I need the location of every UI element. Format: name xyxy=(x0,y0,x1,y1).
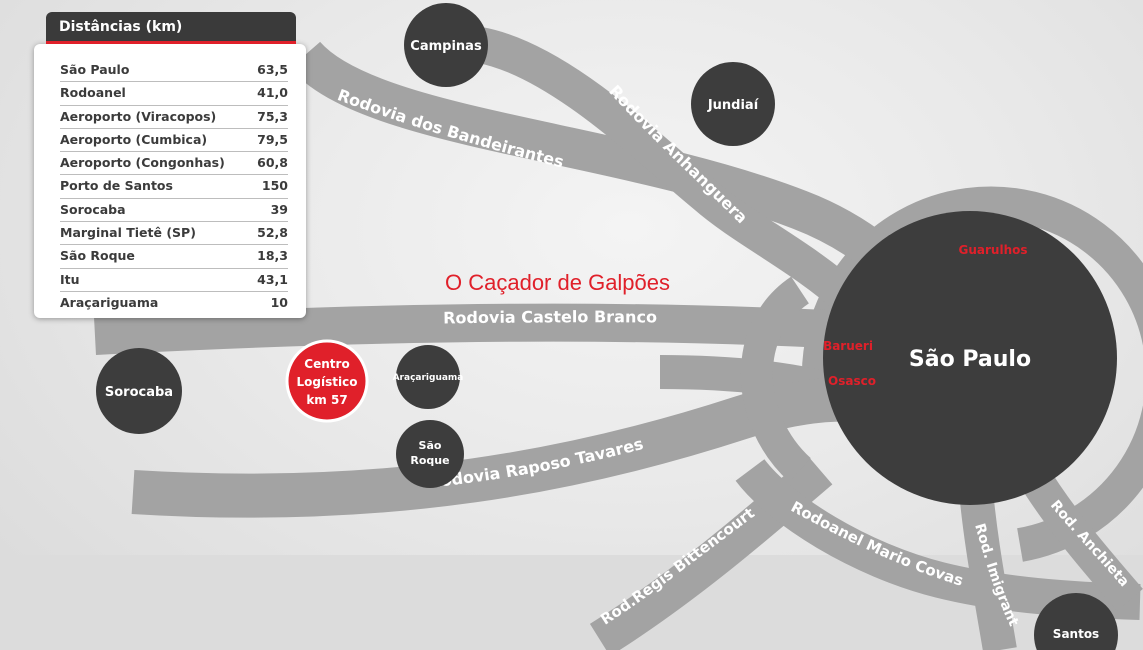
road-raposo-tavares xyxy=(131,377,862,518)
distance-row: Itu 43,1 xyxy=(60,269,288,292)
watermark-text: O Caçador de Galpões xyxy=(445,270,671,295)
distances-panel: São Paulo 63,5 Rodoanel 41,0 Aeroporto (Vi… xyxy=(34,12,306,318)
distance-row: Araçariguama 10 xyxy=(60,292,288,315)
distances-title: Distâncias (km) xyxy=(46,12,296,44)
svg-text:Logístico: Logístico xyxy=(297,375,358,389)
distance-row: Sorocaba 39 xyxy=(60,199,288,223)
distance-km: 39 xyxy=(270,201,288,217)
distance-km: 60,8 xyxy=(257,155,288,171)
city-sorocaba: Sorocaba xyxy=(96,348,182,434)
distance-row: Aeroporto (Cumbica) 79,5 xyxy=(60,129,288,153)
district-osasco: Osasco xyxy=(828,374,876,388)
distance-km: 63,5 xyxy=(257,62,288,77)
svg-text:Roque: Roque xyxy=(410,454,449,467)
distance-km: 41,0 xyxy=(257,85,288,101)
distance-row: Porto de Santos 150 xyxy=(60,175,288,199)
distance-km: 75,3 xyxy=(257,108,288,124)
svg-text:Campinas: Campinas xyxy=(410,39,482,54)
district-guarulhos: Guarulhos xyxy=(959,243,1028,257)
svg-text:São: São xyxy=(419,439,442,452)
city-sao-roque: São Roque xyxy=(396,420,464,488)
distance-km: 10 xyxy=(270,294,288,310)
distance-row: Marginal Tietê (SP) 52,8 xyxy=(60,222,288,246)
distance-place: Porto de Santos xyxy=(60,178,173,194)
svg-text:Jundiaí: Jundiaí xyxy=(707,98,760,113)
distance-km: 52,8 xyxy=(257,225,288,241)
distance-place: Sorocaba xyxy=(60,201,126,217)
distance-row: São Roque 18,3 xyxy=(60,245,288,269)
city-aracariguama: Araçariguama xyxy=(393,345,464,409)
road-anchieta xyxy=(1015,461,1143,612)
distance-place: Aeroporto (Cumbica) xyxy=(60,131,208,147)
city-campinas: Campinas xyxy=(404,3,488,87)
distance-place: São Roque xyxy=(60,248,135,264)
city-centro-logistico: Centro Logístico km 57 xyxy=(285,339,369,423)
svg-text:Centro: Centro xyxy=(304,357,349,371)
distance-row: São Paulo 63,5 xyxy=(60,59,288,83)
distance-km: 18,3 xyxy=(257,248,288,264)
distances-table: São Paulo 63,5 Rodoanel 41,0 Aeroporto (Vi… xyxy=(34,44,306,318)
distance-place: Itu xyxy=(60,271,80,287)
svg-text:São Paulo: São Paulo xyxy=(909,347,1031,372)
road-anhanguera xyxy=(476,27,863,314)
svg-text:km 57: km 57 xyxy=(306,393,347,407)
distance-place: Rodoanel xyxy=(60,85,126,101)
distance-row: Aeroporto (Viracopos) 75,3 xyxy=(60,106,288,129)
svg-text:Araçariguama: Araçariguama xyxy=(393,373,464,383)
city-santos: Santos xyxy=(1034,593,1118,650)
distance-km: 150 xyxy=(261,178,288,194)
city-jundiai: Jundiaí xyxy=(691,62,775,146)
road-label-castelo-branco: Rodovia Castelo Branco xyxy=(443,307,657,327)
distance-place: Araçariguama xyxy=(60,294,159,310)
district-barueri: Barueri xyxy=(823,339,873,353)
distance-place: Aeroporto (Viracopos) xyxy=(60,108,217,124)
svg-text:Sorocaba: Sorocaba xyxy=(105,385,173,400)
distance-row: Rodoanel 41,0 xyxy=(60,82,288,106)
distance-place: Marginal Tietê (SP) xyxy=(60,225,196,241)
distance-row: Aeroporto (Congonhas) 60,8 xyxy=(60,152,288,176)
distance-place: São Paulo xyxy=(60,62,130,77)
road-left-loop xyxy=(740,276,812,482)
distance-km: 79,5 xyxy=(257,131,288,147)
city-sao-paulo: São Paulo xyxy=(823,211,1117,505)
distance-place: Aeroporto (Congonhas) xyxy=(60,155,225,171)
svg-text:Santos: Santos xyxy=(1053,627,1099,641)
distance-km: 43,1 xyxy=(257,271,288,287)
